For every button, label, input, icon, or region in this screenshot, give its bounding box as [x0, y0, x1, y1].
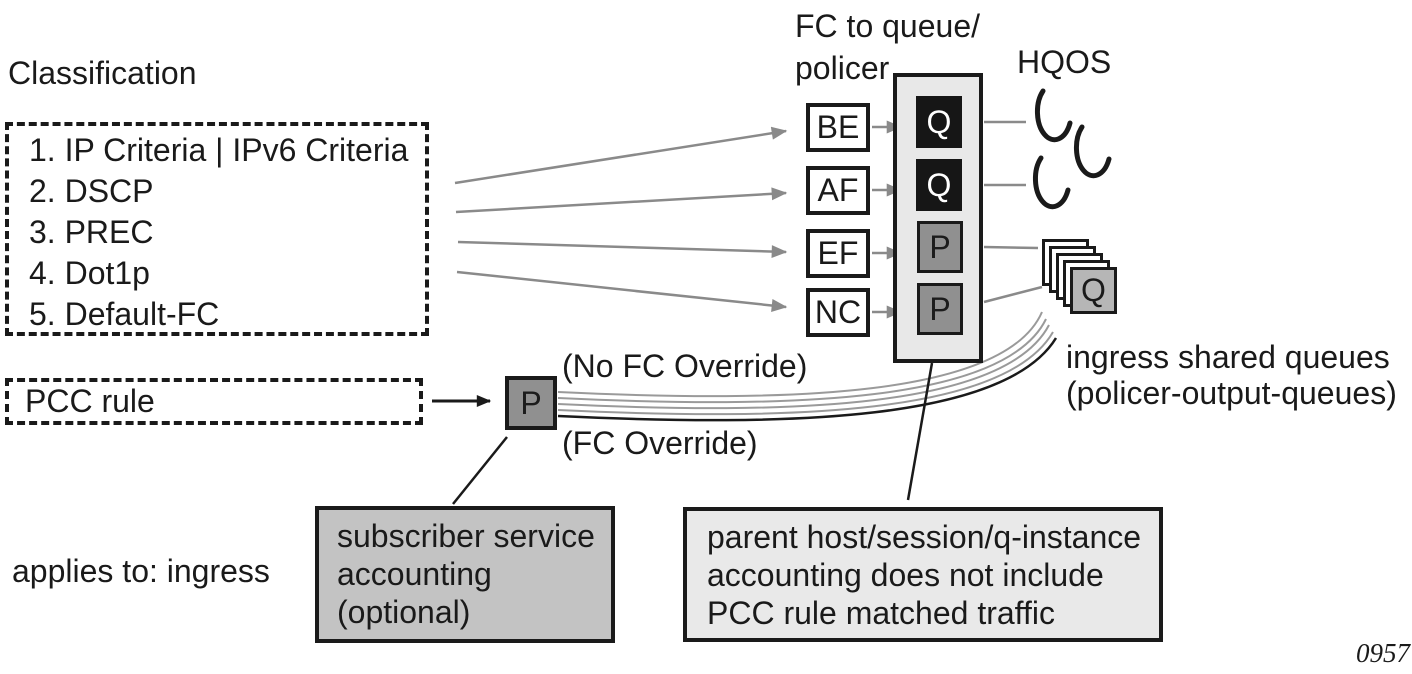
parent-accounting-note: parent host/session/q-instance accountin…: [683, 507, 1163, 642]
criteria-item-2: 2. DSCP: [29, 173, 154, 209]
criteria-item-4: 4. Dot1p: [29, 255, 150, 291]
pcc-rule-label: PCC rule: [25, 383, 155, 419]
parent-note-pointer-line: [906, 362, 934, 501]
fc-box-af: AF: [806, 166, 870, 215]
fc-box-nc: NC: [806, 288, 870, 337]
criteria-item-5: 5. Default-FC: [29, 296, 220, 332]
classification-title: Classification: [8, 55, 197, 91]
policer-cell-2: P: [917, 283, 963, 335]
subscriber-accounting-note: subscriber service accounting (optional): [315, 506, 615, 643]
classification-to-fc-arrows: [454, 126, 788, 312]
pcc-rule-box: PCC rule: [5, 378, 423, 425]
fc-to-queue-policer-label: FC to queue/ policer: [795, 8, 980, 86]
no-fc-override-label: (No FC Override): [562, 348, 808, 384]
subscriber-note-pointer-line: [452, 436, 508, 505]
ingress-shared-queues-label: ingress shared queues (policer-output-qu…: [1066, 339, 1397, 411]
fc-box-be: BE: [806, 103, 870, 152]
queue-cell-2: Q: [916, 159, 962, 211]
column-output-lines: [983, 120, 1043, 304]
queue-cell-1: Q: [916, 96, 962, 148]
criteria-item-3: 3. PREC: [29, 214, 154, 250]
classification-criteria-box: 1. IP Criteria | IPv6 Criteria 2. DSCP 3…: [5, 122, 429, 336]
fc-box-ef: EF: [806, 229, 870, 278]
criteria-item-1: 1. IP Criteria | IPv6 Criteria: [29, 132, 409, 168]
policer-cell-1: P: [917, 221, 963, 273]
fc-override-label: (FC Override): [562, 425, 758, 461]
hqos-scheduler-icons: [1032, 88, 1112, 210]
figure-number: 0957: [1356, 638, 1410, 668]
pcc-policer-box: P: [505, 376, 557, 430]
stack-square-front: Q: [1070, 267, 1117, 314]
applies-to-label: applies to: ingress: [12, 553, 270, 589]
hqos-label: HQOS: [1017, 44, 1112, 80]
